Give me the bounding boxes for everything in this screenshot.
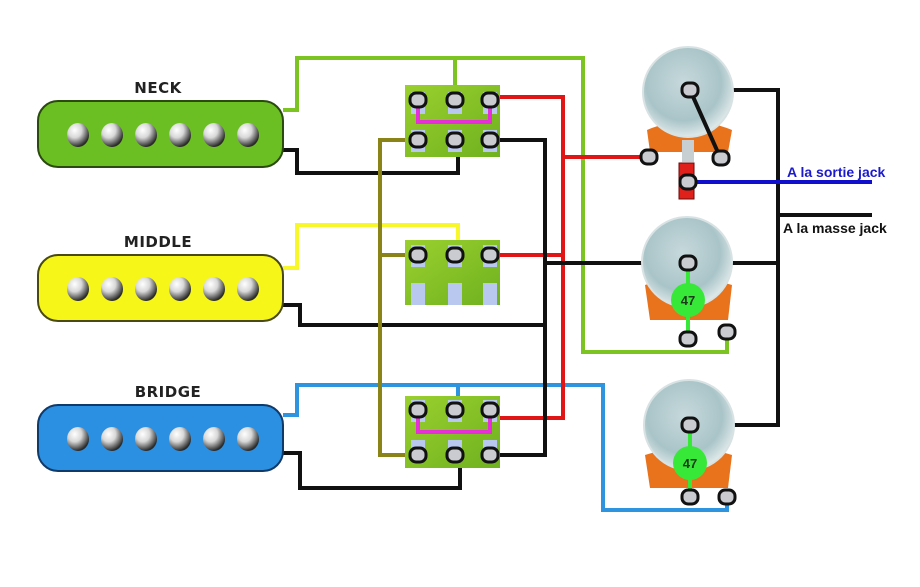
wire-bridge-hot — [283, 383, 729, 512]
pole-piece — [237, 123, 259, 147]
pole-piece — [135, 123, 157, 147]
switch-lug[interactable] — [445, 131, 465, 149]
pole-piece — [101, 277, 123, 301]
pole-piece — [203, 277, 225, 301]
tone-pot-1-lug-ground[interactable] — [678, 254, 698, 272]
pole-piece — [67, 123, 89, 147]
switch-pad — [448, 283, 462, 305]
pickup-bridge[interactable]: BRIDGE — [37, 383, 284, 472]
volume-pot[interactable] — [639, 46, 734, 200]
pickup-bridge-label: BRIDGE — [135, 383, 202, 401]
wire-signal — [488, 95, 565, 420]
switch-lug[interactable] — [445, 401, 465, 419]
tone-pot-2-lug-ground[interactable] — [680, 416, 700, 434]
tone-pot-1-capacitor — [671, 283, 705, 317]
switch-lug[interactable] — [480, 401, 500, 419]
pickup-middle[interactable]: MIDDLE — [37, 233, 284, 322]
switch-lug[interactable] — [408, 131, 428, 149]
pole-piece — [135, 427, 157, 451]
switch-neck[interactable] — [405, 85, 500, 157]
pickup-bridge-body — [37, 404, 284, 472]
switch-lug[interactable] — [480, 91, 500, 109]
pole-piece — [67, 427, 89, 451]
switch-lug[interactable] — [480, 246, 500, 264]
wire-neck-hot — [283, 56, 729, 354]
switch-lug[interactable] — [480, 131, 500, 149]
volume-pot-jumper — [687, 87, 723, 160]
switch-lug[interactable] — [445, 446, 465, 464]
tone-pot-1-value: 47 — [681, 293, 695, 308]
wire-middle-hot — [283, 223, 460, 270]
pole-piece — [67, 277, 89, 301]
pole-piece — [101, 427, 123, 451]
switch-middle[interactable] — [405, 240, 500, 305]
pickup-neck-body — [37, 100, 284, 168]
pole-piece — [203, 427, 225, 451]
volume-pot-lug-ground[interactable] — [680, 81, 700, 99]
pole-piece — [135, 277, 157, 301]
volume-pot-wiper — [682, 140, 694, 162]
pole-piece — [101, 123, 123, 147]
pole-piece — [203, 123, 225, 147]
tone-pot-2-lug-signal[interactable] — [717, 488, 737, 506]
switch-lug[interactable] — [408, 401, 428, 419]
wire-common — [378, 138, 420, 457]
switch-lug[interactable] — [445, 246, 465, 264]
wire-bridge-ground — [283, 451, 462, 490]
switch-bridge-jumper — [416, 418, 492, 434]
switch-neck-jumper — [416, 103, 492, 124]
tone-pot-2-lug-cap[interactable] — [680, 488, 700, 506]
volume-pot-lug-output[interactable] — [678, 173, 698, 191]
switch-lug[interactable] — [445, 91, 465, 109]
volume-pot-lug-input[interactable] — [639, 148, 659, 166]
pole-piece — [237, 427, 259, 451]
pickup-neck-label: NECK — [134, 79, 182, 97]
wire-ground-bus — [488, 138, 547, 457]
volume-pot-lug-3[interactable] — [711, 149, 731, 167]
switch-lug[interactable] — [408, 91, 428, 109]
tone-pot-2-value: 47 — [683, 456, 697, 471]
ground-jack-label: A la masse jack — [783, 220, 887, 236]
wires — [281, 56, 872, 512]
switch-pad — [483, 283, 497, 305]
pickup-middle-body — [37, 254, 284, 322]
pickup-neck[interactable]: NECK — [37, 79, 284, 168]
switch-bridge[interactable] — [405, 396, 500, 468]
pole-piece — [237, 277, 259, 301]
switch-lug[interactable] — [480, 446, 500, 464]
switch-lug[interactable] — [408, 446, 428, 464]
tone-pot-2[interactable]: 47 — [643, 379, 737, 506]
output-jack-label: A la sortie jack — [787, 164, 886, 180]
switch-lug[interactable] — [408, 246, 428, 264]
pole-piece — [169, 427, 191, 451]
pole-piece — [169, 123, 191, 147]
wire-middle-ground — [283, 303, 547, 327]
tone-pot-1-lug-signal[interactable] — [717, 323, 737, 341]
pole-piece — [169, 277, 191, 301]
pickup-middle-label: MIDDLE — [124, 233, 192, 251]
switch-pad — [411, 283, 425, 305]
wire-neck-ground — [281, 140, 460, 175]
tone-pot-2-capacitor — [673, 446, 707, 480]
tone-pot-1-lug-cap[interactable] — [678, 330, 698, 348]
tone-pot-1[interactable]: 47 — [641, 216, 737, 348]
